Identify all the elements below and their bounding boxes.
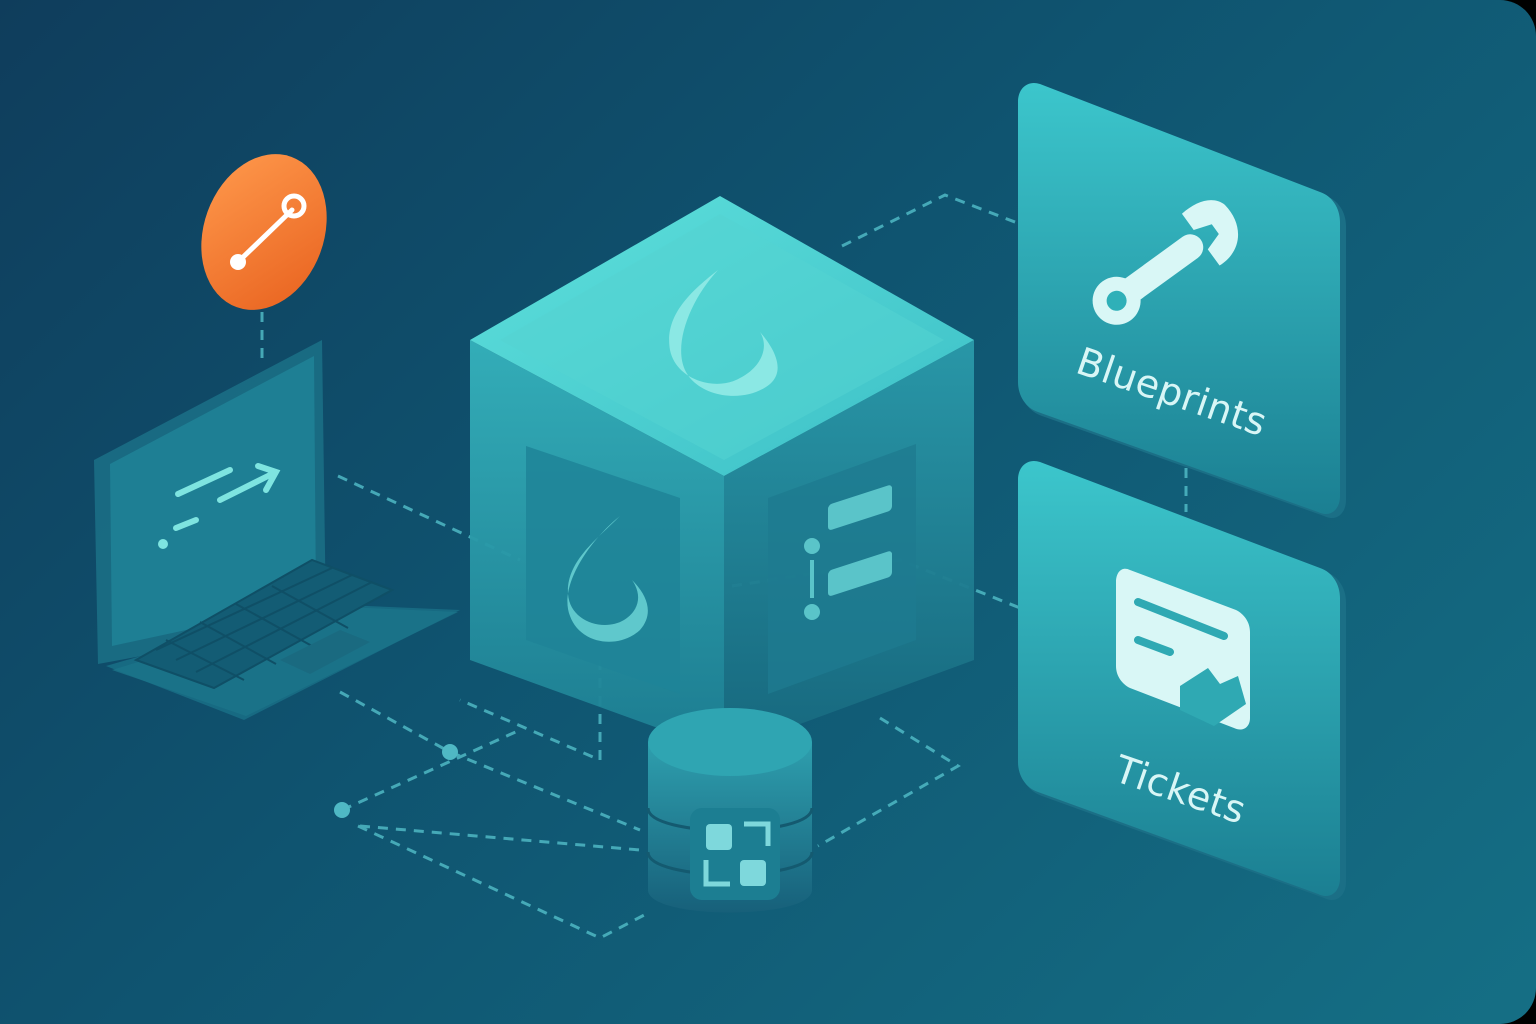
wrench-icon <box>1092 200 1238 325</box>
cube-left-panel <box>526 446 680 694</box>
keyboard <box>133 558 395 690</box>
arrow-icon <box>173 463 281 531</box>
scan-icon <box>690 808 780 900</box>
hub-cube <box>470 196 974 752</box>
swirl-icon <box>669 270 778 396</box>
route-badge <box>201 154 327 310</box>
arrow-icon <box>158 539 168 549</box>
trackpad <box>280 630 370 674</box>
connector-laptop-db <box>339 690 641 832</box>
route-icon <box>230 193 307 270</box>
connector-left-node <box>341 728 641 852</box>
connector-node <box>334 802 350 818</box>
connector-node <box>442 744 458 760</box>
ticket-icon <box>1116 568 1250 730</box>
swirl-icon <box>567 516 648 642</box>
tickets-card[interactable]: Tickets <box>1018 460 1346 901</box>
laptop <box>94 340 460 720</box>
database <box>646 708 814 913</box>
connector-bottom <box>357 824 651 940</box>
blueprints-card[interactable]: Blueprints <box>1018 82 1346 519</box>
connector-hub-db <box>459 660 602 763</box>
list-icon <box>804 485 892 620</box>
connector-db-right <box>817 716 961 848</box>
connector-hub-blueprints <box>841 193 1021 248</box>
